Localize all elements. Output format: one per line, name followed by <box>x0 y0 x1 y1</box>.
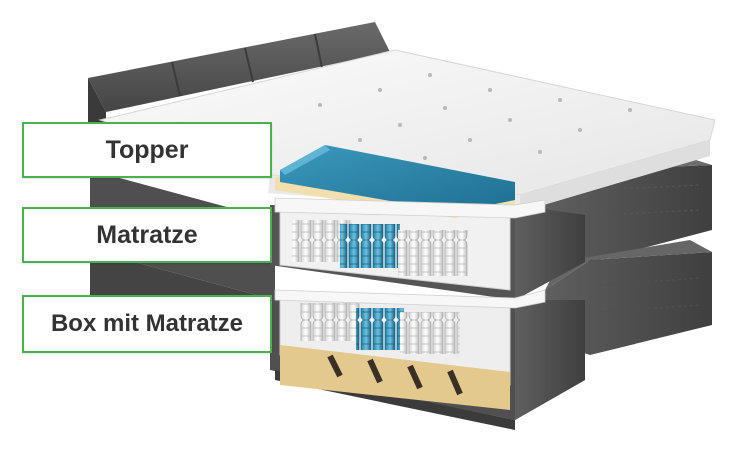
label-matratze: Matratze <box>22 207 272 263</box>
right-box-stack <box>545 155 712 355</box>
label-topper: Topper <box>22 122 272 178</box>
mattress-cutaway <box>279 198 515 291</box>
mattress-top-padding <box>274 197 546 219</box>
label-box-mit-matratze: Box mit Matratze <box>22 295 272 353</box>
box-top-padding <box>274 289 546 309</box>
box-cutaway <box>279 294 511 410</box>
topper-foam-layers <box>275 145 515 218</box>
